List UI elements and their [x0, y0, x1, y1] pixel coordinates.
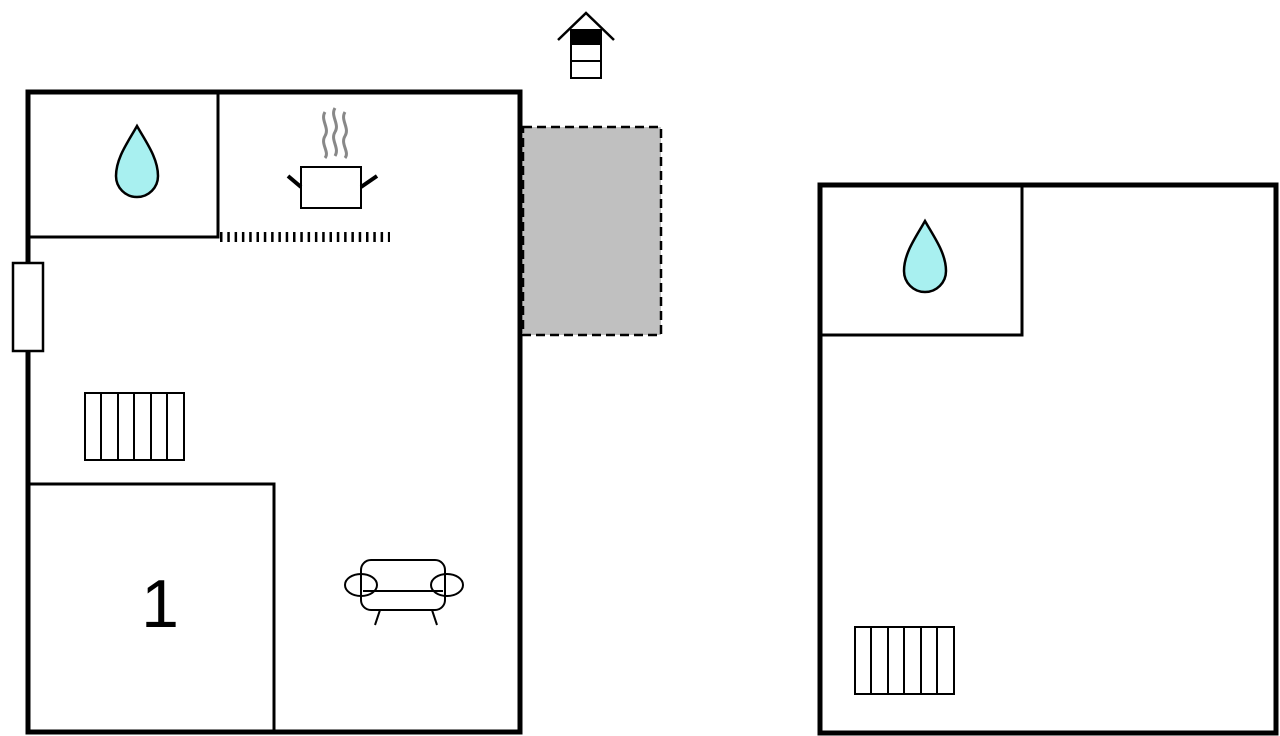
bedroom-partition	[30, 482, 276, 732]
sofa-icon	[344, 559, 464, 626]
ground-floor: 1	[11, 89, 523, 735]
bathroom-icon	[114, 123, 160, 199]
upper-floor-outer-wall	[817, 182, 1279, 736]
entrance-icon	[557, 11, 615, 79]
bathroom-partition	[30, 92, 220, 239]
upper-bathroom-partition	[822, 185, 1024, 337]
upper-floor	[817, 182, 1279, 736]
door-icon	[11, 261, 45, 353]
kitchen-icon	[286, 107, 379, 209]
heater-icon	[84, 392, 185, 461]
upper-bathroom-icon	[902, 218, 948, 294]
bedroom-number: 1	[141, 566, 179, 642]
terrace	[521, 125, 663, 337]
upper-heater-icon	[854, 626, 955, 695]
